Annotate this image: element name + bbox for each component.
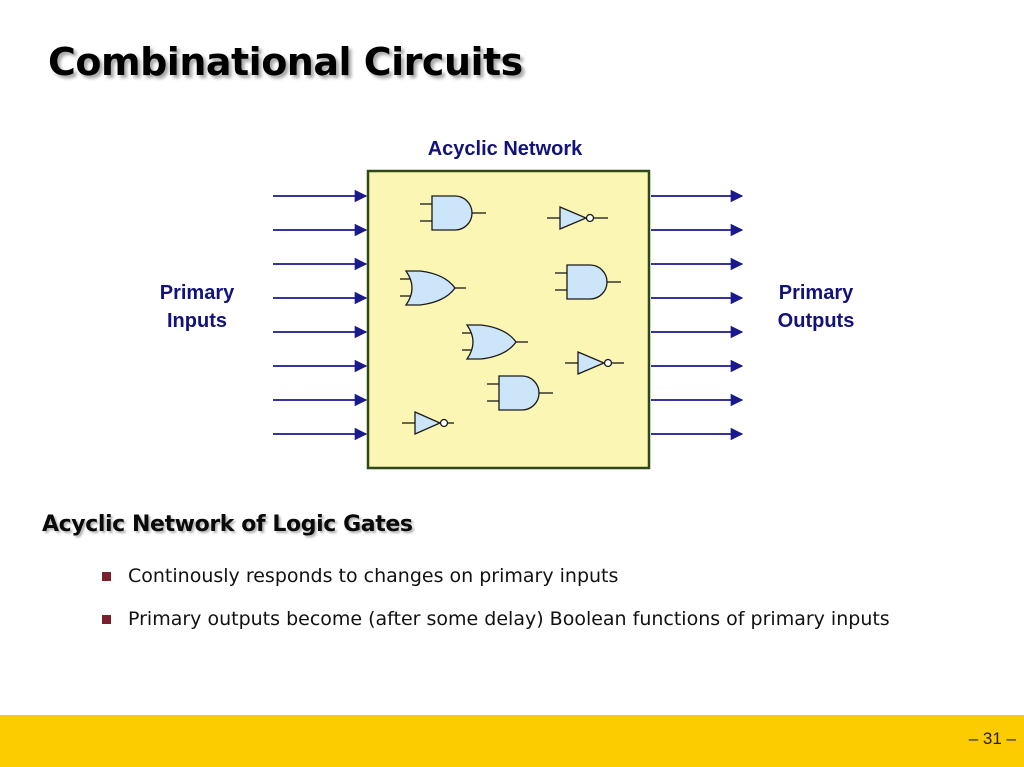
section-heading: Acyclic Network of Logic Gates (42, 512, 413, 537)
page-number: – 31 – (968, 729, 1016, 748)
network-label: Acyclic Network (428, 138, 583, 160)
square-bullet-icon (102, 572, 111, 581)
bullet-text: Continously responds to changes on prima… (128, 565, 619, 587)
bullet-item: Primary outputs become (after some delay… (100, 603, 900, 636)
not-gate-3 (402, 411, 454, 435)
footer-bar: – 31 – (0, 715, 1024, 767)
and-gate-1 (420, 195, 486, 231)
and-gate-2 (555, 264, 621, 300)
and-gate-3 (487, 375, 553, 411)
not-gate-2 (565, 351, 624, 375)
primary-outputs-label-line1: Primary (779, 282, 854, 304)
bullet-item: Continously responds to changes on prima… (100, 560, 900, 593)
input-arrows (273, 189, 368, 441)
slide-title: Combinational Circuits (48, 40, 523, 84)
or-gate-2 (462, 324, 528, 360)
primary-inputs-label-line2: Inputs (167, 310, 227, 332)
primary-inputs-label-line1: Primary (160, 282, 235, 304)
primary-outputs-label-line2: Outputs (778, 310, 855, 332)
or-gate-1 (400, 270, 466, 306)
not-gate-1 (547, 206, 608, 230)
output-arrows (651, 189, 744, 441)
bullet-list: Continously responds to changes on prima… (100, 560, 900, 646)
bullet-text: Primary outputs become (after some delay… (128, 608, 890, 630)
square-bullet-icon (102, 615, 111, 624)
